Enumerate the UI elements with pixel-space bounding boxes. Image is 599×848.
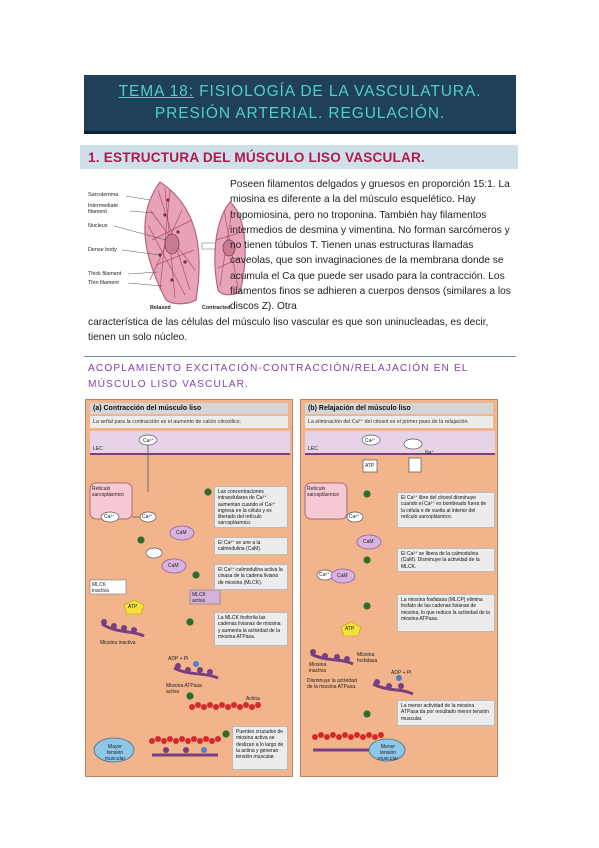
panel-a-cam: CaM [176, 530, 187, 536]
panel-b-miosina-inactiva: Miosina inactiva [309, 662, 327, 674]
title-line-1: TEMA 18: FISIOLOGÍA DE LA VASCULATURA. [119, 81, 482, 103]
divider [84, 356, 516, 357]
panel-b-adp: ADP + Pi [391, 670, 412, 676]
panel-b-disminuye: Disminuye la actividad de la miosina ATP… [307, 678, 357, 690]
panel-a-miosina-activa: Miosina ATPasa activa [166, 683, 202, 695]
panel-b-note-2: El Ca²⁺ se libera de la calmodulina (CaM… [397, 548, 495, 572]
panel-b-ca-mid: Ca²⁺ [349, 514, 360, 520]
panel-a-adp: ADP + Pi [168, 656, 189, 662]
panel-relaxation: (b) Relajación del músculo liso La elimi… [300, 399, 498, 777]
panel-b-fosfatasa: Miosina fosfatasa [357, 652, 378, 664]
label-sarcolemma: Sarcolemma [88, 192, 119, 198]
title-line-1-rest: FISIOLOGÍA DE LA VASCULATURA. [193, 83, 482, 100]
title-prefix: TEMA 18: [118, 83, 194, 100]
panel-b-menor-tension: Menor tensión muscular [377, 744, 399, 762]
panel-a-note-2: El Ca²⁺ se une a la calmodulina (CaM). [214, 537, 288, 555]
panel-a-miosina-inactiva: Miosina inactiva [100, 640, 136, 646]
panel-a-title: (a) Contracción del músculo liso [90, 403, 288, 414]
panel-b-na: Na⁺ [425, 450, 435, 456]
panel-a-note-4: La MLCK fosforila las cadenas livianas d… [214, 612, 288, 646]
panel-a-mayor-tension: Mayor tensión muscular [104, 744, 126, 762]
label-relaxed: Relaxed [150, 305, 171, 311]
panel-b-diagram [304, 431, 495, 762]
panel-a-ca-mid: Ca²⁺ [142, 514, 153, 520]
panel-b-ca-top: Ca²⁺ [365, 438, 376, 444]
label-nucleus: Nucleus [88, 223, 108, 229]
panel-a-mlck-activa: MLCK activa [192, 592, 206, 604]
label-contracted: Contracted [202, 305, 231, 311]
panel-b-note-4: La menor actividad de la miosina ATPasa … [397, 700, 495, 726]
panel-b-note-3: La miosina fosfatasa (MLCP) elimina fosf… [397, 594, 495, 632]
panel-a-reticulo: Retículo sarcoplásmico [92, 486, 124, 498]
title-banner: TEMA 18: FISIOLOGÍA DE LA VASCULATURA. P… [84, 75, 516, 134]
panel-a-ca-top: Ca²⁺ [143, 438, 154, 444]
panel-b-reticulo: Retículo sarcoplásmico [307, 486, 339, 498]
panel-a-subtitle: La señal para la contracción es el aumen… [90, 416, 288, 428]
panel-b-atp-pump: ATP [365, 463, 375, 469]
label-thin-filament: Thin filament [88, 280, 119, 286]
section-heading: 1. ESTRUCTURA DEL MÚSCULO LISO VASCULAR. [88, 149, 426, 165]
panel-contraction: (a) Contracción del músculo liso La seña… [85, 399, 293, 777]
section-heading-bar: 1. ESTRUCTURA DEL MÚSCULO LISO VASCULAR. [80, 145, 518, 169]
panel-b-note-1: El Ca²⁺ libre del citosol disminuye cuan… [397, 492, 495, 528]
paragraph-full: característica de las células del múscul… [88, 317, 489, 344]
panel-b-subtitle: La eliminación del Ca²⁺ del citosol es e… [305, 416, 493, 428]
label-dense-body: Dense body [88, 247, 117, 253]
panel-a-cam-2: CaM [168, 563, 179, 569]
panel-a-note-3: El Ca²⁺-calmodulina activa la cinasa de … [214, 564, 288, 590]
panel-b-atp: ATP [345, 626, 355, 632]
panel-b-title: (b) Relajación del músculo liso [305, 403, 493, 414]
panel-a-mlck-inactiva: MLCK inactiva [92, 582, 109, 594]
paragraph-right: Poseen filamentos delgados y gruesos en … [230, 179, 511, 313]
panel-a-diagram [89, 431, 290, 763]
panel-a-note-5: Puentes cruzados de miosina activa se de… [232, 726, 288, 770]
panel-a-actina: Actina [246, 696, 260, 702]
label-thick-filament: Thick filament [88, 271, 122, 277]
panel-b-ca-low: Ca²⁺ [319, 572, 330, 578]
panel-b-lec: LEC [308, 446, 318, 452]
panel-a-lec: LEC [93, 446, 103, 452]
panel-a-atp: ATP [128, 604, 138, 610]
panel-b-cam: CaM [363, 539, 374, 545]
label-intermediate-filament: Intermediate filament [88, 203, 118, 216]
panel-a-note-1: Las concentraciones intracelulares de Ca… [214, 486, 288, 528]
subheading: ACOPLAMIENTO EXCITACIÓN-CONTRACCIÓN/RELA… [88, 363, 469, 390]
title-line-2: PRESIÓN ARTERIAL. REGULACIÓN. [154, 105, 446, 122]
panel-b-cam-2: CaM [337, 573, 348, 579]
panel-a-ca-left: Ca²⁺ [104, 514, 115, 520]
